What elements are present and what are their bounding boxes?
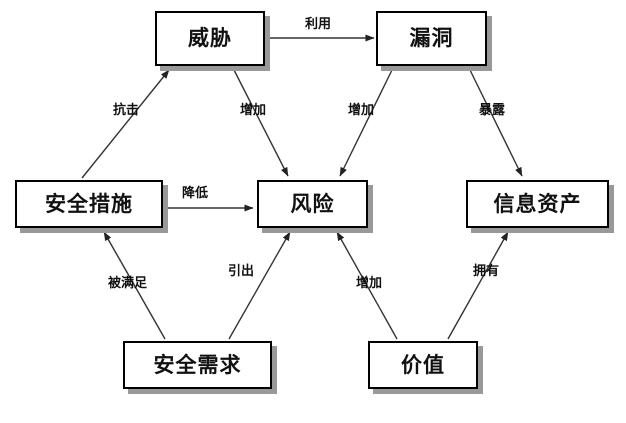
edge-label-reduce: 降低 [182,186,209,201]
edge-increase-value-risk [336,231,398,340]
edge-label-increase-threat-risk: 增加 [240,103,267,118]
edge-label-exploit: 利用 [305,17,332,32]
edge-derive [228,231,291,340]
edge-lines [81,34,523,340]
node-label-safeguard: 安全措施 [45,191,133,216]
node-requirement[interactable]: 安全需求 [123,341,272,389]
node-label-vulnerability: 漏洞 [409,26,454,50]
node-risk[interactable]: 风险 [257,180,368,228]
node-label-value: 价值 [401,352,445,377]
edge-label-own: 拥有 [473,264,500,279]
node-safeguard[interactable]: 安全措施 [15,180,163,228]
edge-label-derive: 引出 [228,264,255,279]
edge-label-increase-value-risk: 增加 [356,276,383,291]
node-label-threat: 威胁 [188,26,232,50]
edge-expose [469,69,523,177]
node-label-asset: 信息资产 [493,191,582,216]
edge-increase-vuln-risk [339,69,393,177]
node-value[interactable]: 价值 [368,341,478,389]
node-label-risk: 风险 [290,191,335,216]
edge-counter [81,69,170,179]
edge-label-counter: 抗击 [113,103,140,118]
node-threat[interactable]: 威胁 [155,11,265,66]
edge-label-increase-vuln-risk: 增加 [348,103,375,118]
edge-label-satisfied: 被满足 [108,276,148,291]
node-asset[interactable]: 信息资产 [466,180,609,228]
edge-own [447,231,509,340]
edge-label-expose: 暴露 [479,103,506,118]
edge-increase-threat-risk [233,69,289,177]
node-label-requirement: 安全需求 [153,352,242,377]
node-vulnerability[interactable]: 漏洞 [376,11,487,66]
edge-satisfied [103,231,166,340]
